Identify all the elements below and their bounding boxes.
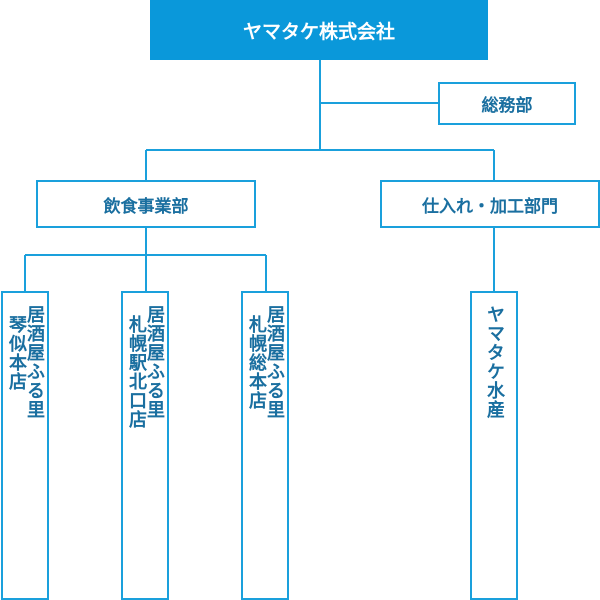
store-kotoni-line1: 居酒屋ふる里 (24, 305, 45, 419)
store-sapporo-eki-line2: 札幌駅北口店 (126, 315, 147, 429)
store-sapporo-eki-box: 居酒屋ふる里 札幌駅北口店 (121, 291, 169, 600)
store-sapporo-so-box: 居酒屋ふる里 札幌総本店 (241, 291, 289, 600)
store-sapporo-so-line1: 居酒屋ふる里 (264, 305, 285, 419)
food-service-box: 飲食事業部 (36, 180, 256, 228)
subsidiary-label: ヤマタケ水産 (484, 305, 505, 419)
store-sapporo-so-line2: 札幌総本店 (246, 315, 267, 410)
general-affairs-box: 総務部 (438, 82, 576, 125)
store-kotoni-box: 居酒屋ふる里 琴似本店 (1, 291, 49, 600)
store-sapporo-eki-line1: 居酒屋ふる里 (144, 305, 165, 419)
general-affairs-label: 総務部 (481, 96, 533, 116)
subsidiary-box: ヤマタケ水産 (470, 291, 518, 600)
procurement-label: 仕入れ・加工部門 (422, 196, 558, 217)
company-name: ヤマタケ株式会社 (242, 20, 395, 43)
procurement-box: 仕入れ・加工部門 (380, 180, 600, 228)
food-service-label: 飲食事業部 (103, 196, 189, 217)
company-box: ヤマタケ株式会社 (150, 0, 488, 60)
store-kotoni-line2: 琴似本店 (6, 315, 27, 391)
